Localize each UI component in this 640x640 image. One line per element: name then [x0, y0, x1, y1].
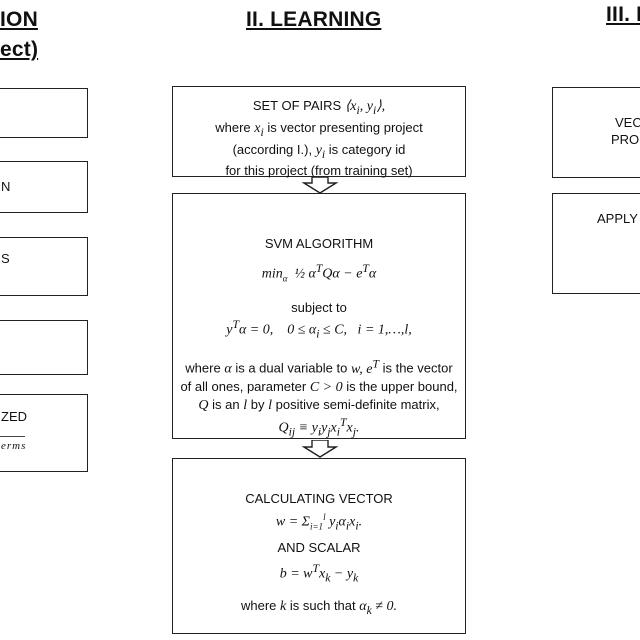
svm-objective: minα ½ αTQα − eTα — [261, 262, 377, 284]
calc-box: CALCULATING VECTOR w = Σi=1l yiαixi. AND… — [172, 458, 466, 634]
left-box-3-text: S — [1, 251, 10, 266]
down-arrow-1 — [302, 177, 338, 194]
right-box-2: APPLY — [552, 193, 640, 294]
left-box-2: N — [0, 161, 88, 213]
left-box-2-text: N — [1, 179, 11, 194]
svm-box: SVM ALGORITHM minα ½ αTQα − eTα subject … — [172, 193, 466, 439]
left-box-5-text: ZED — [1, 409, 27, 424]
pairs-box: SET OF PAIRS ⟨xi, yi⟩, where xi is vecto… — [172, 86, 466, 179]
calc-w-formula: w = Σi=1l yiαixi. — [275, 512, 363, 533]
svm-desc4: Qij ≡ yiyjxiTxj. — [278, 415, 360, 439]
pairs-line1: SET OF PAIRS ⟨xi, yi⟩, — [252, 98, 386, 117]
left-box-5: ZED erms — [0, 394, 88, 472]
left-box-1 — [0, 88, 88, 138]
right-box-1-line2: PRO — [611, 132, 640, 147]
calc-and-scalar: AND SCALAR — [277, 540, 361, 556]
left-heading-line1: ION — [0, 8, 38, 31]
left-box-3: S — [0, 237, 88, 296]
right-box-1-line1: VEC — [615, 115, 640, 130]
pairs-line4: for this project (from training set) — [225, 163, 413, 179]
right-heading: III. I — [606, 3, 640, 26]
left-box-5-fraction-bar — [0, 436, 25, 437]
svm-title: SVM ALGORITHM — [264, 236, 374, 251]
right-box-1: VEC PRO — [552, 87, 640, 178]
learning-heading: II. LEARNING — [246, 8, 382, 31]
left-box-4 — [0, 320, 88, 375]
calc-title: CALCULATING VECTOR — [245, 491, 393, 506]
svm-constraints: yTα = 0, 0 ≤ αi ≤ C, i = 1,…,l, — [226, 318, 412, 341]
calc-b-formula: b = wTxk − yk — [279, 562, 359, 585]
down-arrow-2 — [302, 440, 338, 458]
pairs-line2: where xi is vector presenting project — [215, 119, 423, 139]
right-box-2-line1: APPLY — [597, 211, 638, 226]
calc-where: where k is such that αk ≠ 0. — [240, 597, 397, 617]
left-box-5-subtext: erms — [1, 440, 27, 452]
svm-desc3: Q is an l by l positive semi-definite ma… — [198, 396, 440, 413]
pairs-line3: (according I.), yi is category id — [232, 141, 406, 161]
svm-desc1: where α is a dual variable to w, eT is t… — [185, 356, 453, 377]
svm-subject-to: subject to — [291, 300, 347, 316]
svm-desc2: of all ones, parameter C > 0 is the uppe… — [180, 378, 458, 395]
left-heading-line2: ect) — [0, 38, 39, 61]
